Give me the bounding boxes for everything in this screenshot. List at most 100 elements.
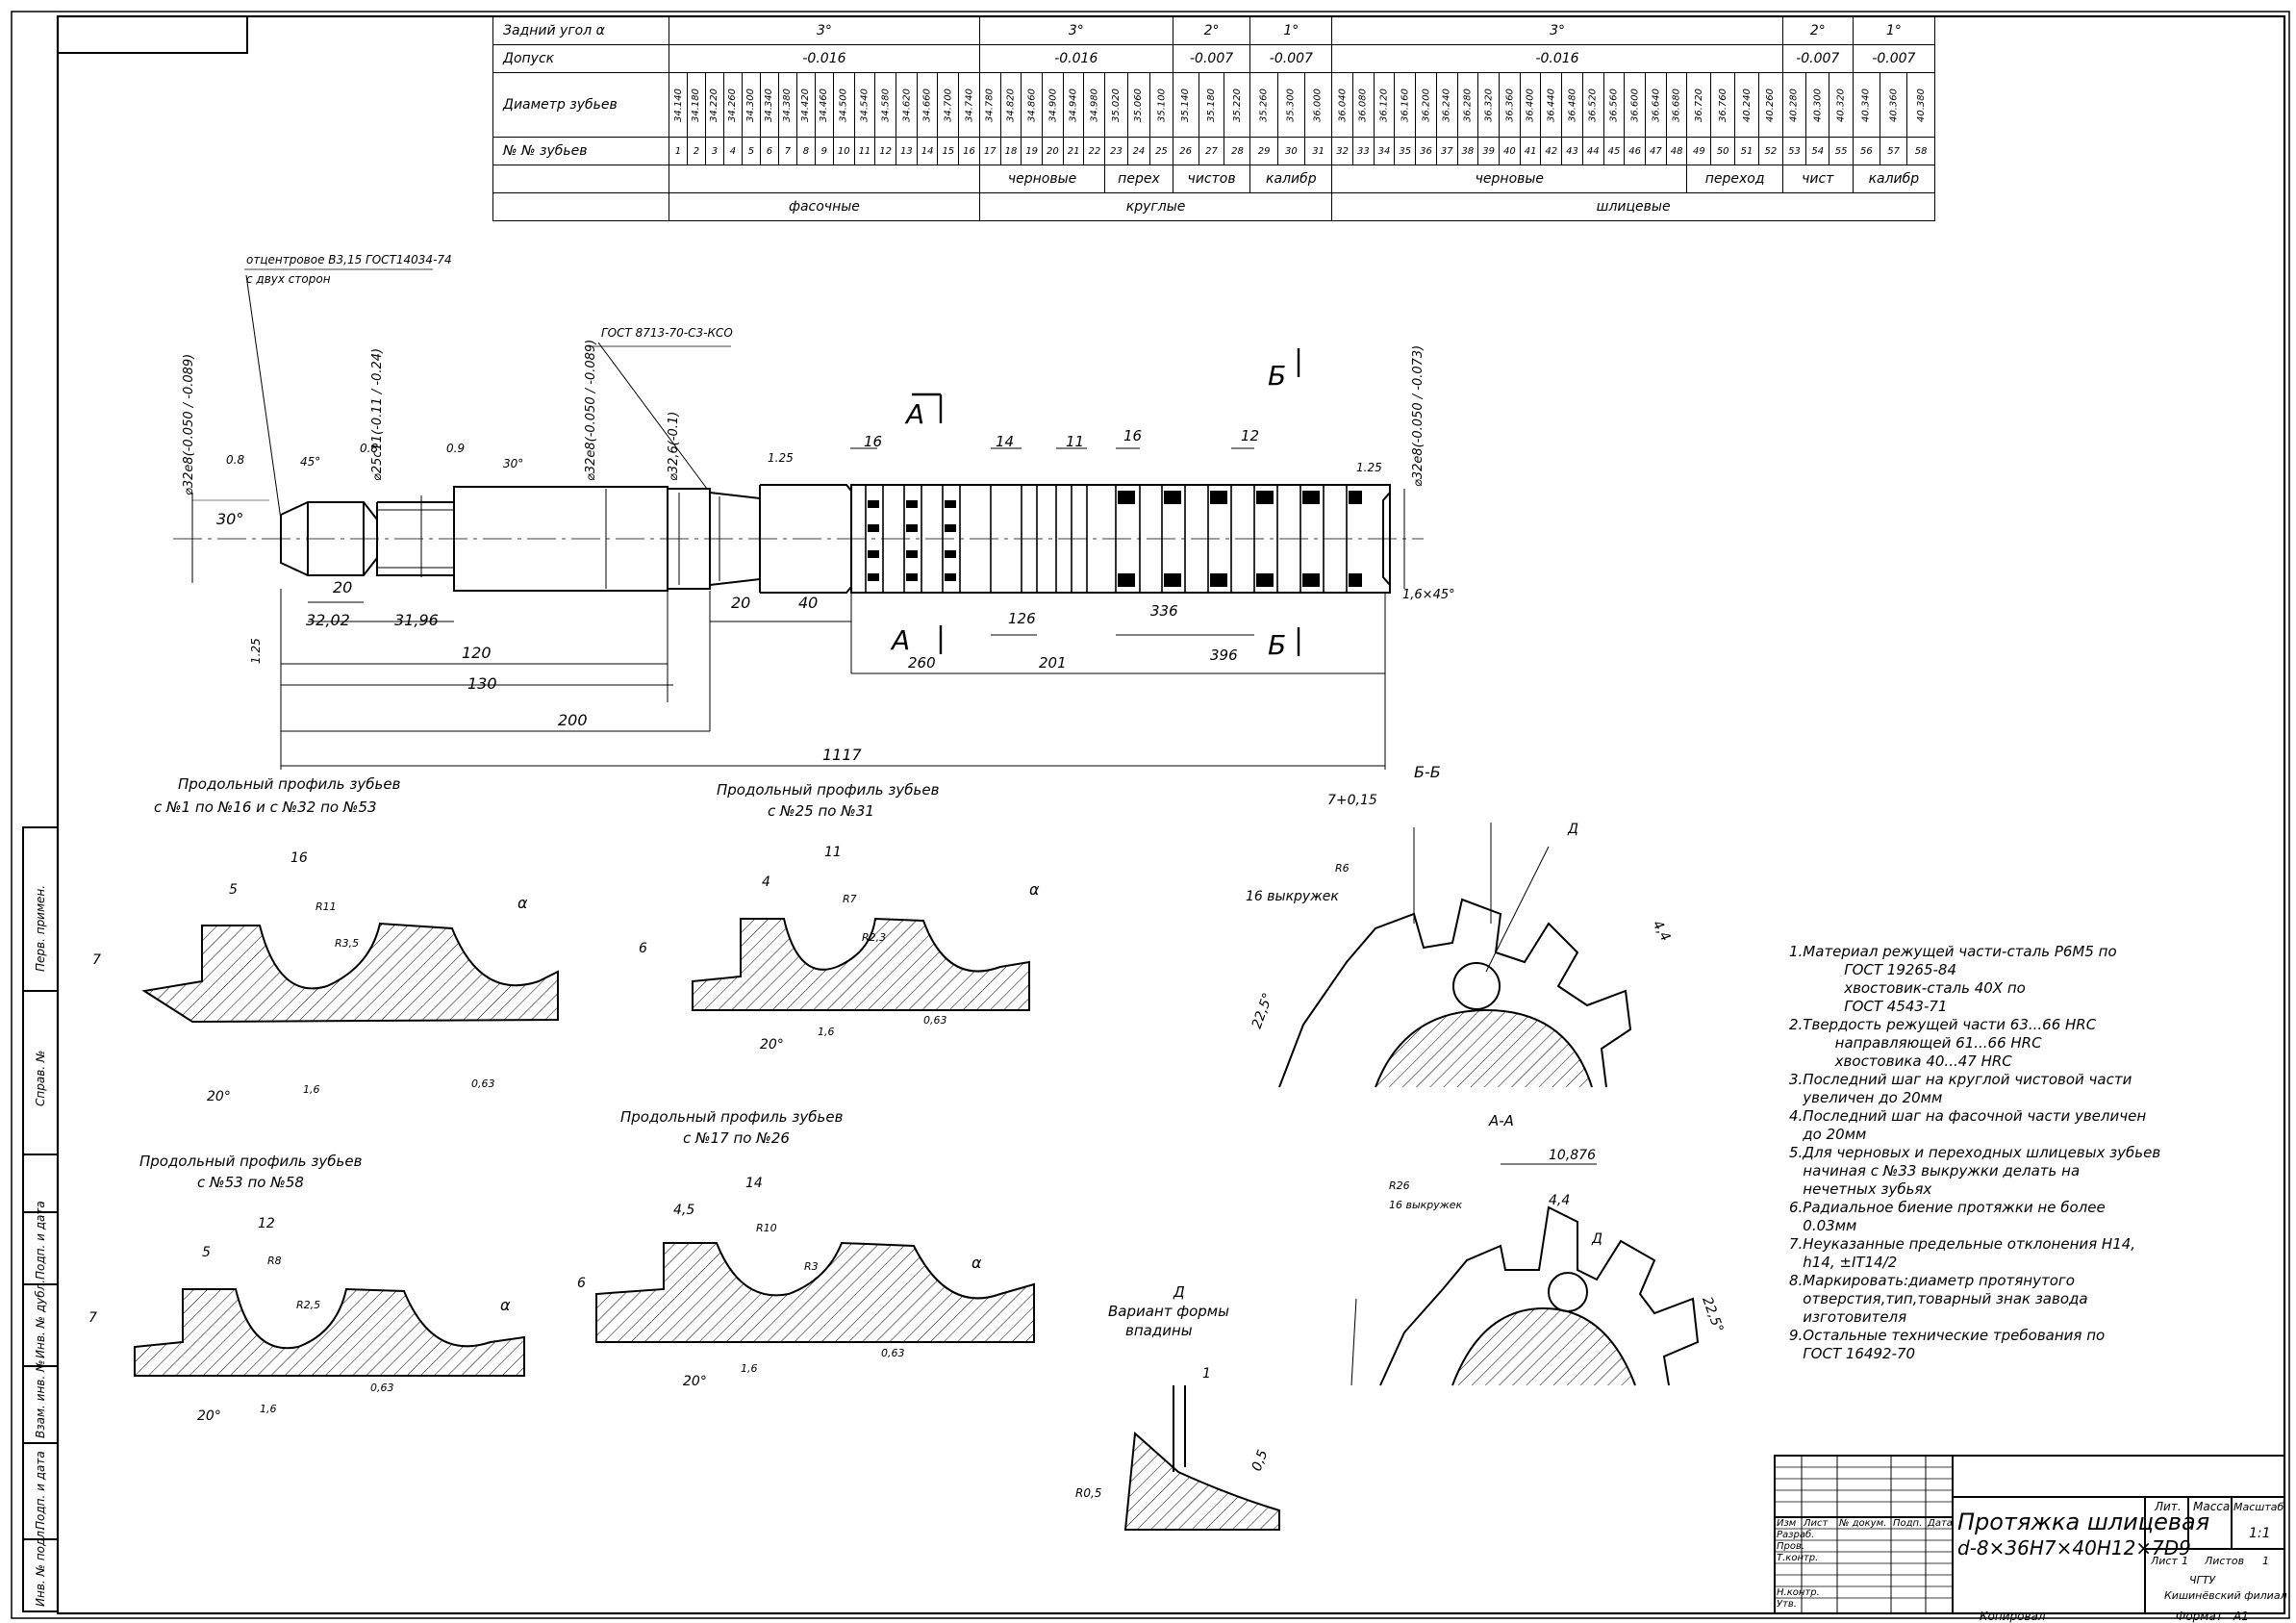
note-line: 1.Материал режущей части-сталь Р6М5 по bbox=[1789, 943, 2117, 960]
mass-label: Масса bbox=[2193, 1500, 2230, 1513]
corner-stamp bbox=[57, 15, 248, 54]
tooth-number-cell: 46 bbox=[1624, 137, 1647, 165]
diameter-cell: 34.900 bbox=[1042, 72, 1064, 138]
profile-1-depth: 7 bbox=[92, 952, 101, 968]
detail-d-title-2: Вариант формы bbox=[1108, 1303, 1229, 1320]
tooth-number-cell: 38 bbox=[1456, 137, 1479, 165]
row-tolerance: Допуск -0.016 -0.016 -0.007 -0.007 -0.01… bbox=[492, 44, 1936, 73]
note-line: ГОСТ 16492-70 bbox=[1789, 1345, 1916, 1362]
diameter-cell: 36.280 bbox=[1457, 72, 1478, 138]
profile-3-rough2: 0,63 bbox=[370, 1382, 394, 1394]
diameter-cell: 35.060 bbox=[1127, 72, 1150, 138]
cell-section-empty bbox=[492, 192, 669, 221]
diameter-cell: 34.140 bbox=[669, 72, 688, 138]
dim-chamfer-30: 30° bbox=[503, 457, 523, 470]
diameter-cell: 40.340 bbox=[1853, 72, 1880, 138]
profile-2-h: 4 bbox=[762, 875, 770, 890]
diameter-cell: 34.340 bbox=[760, 72, 779, 138]
profile-2-title-2: с №25 по №31 bbox=[768, 802, 874, 820]
tooth-number-cell: 56 bbox=[1852, 137, 1881, 165]
dim-l11: 11 bbox=[1066, 433, 1084, 450]
bb-notches: 16 выкружек bbox=[1246, 889, 1339, 904]
profile-4-angle: 20° bbox=[683, 1374, 707, 1389]
detail-d-title-1: Д bbox=[1173, 1283, 1185, 1301]
tooth-number-cell: 3 bbox=[704, 137, 724, 165]
label-diameter: Диаметр зубьев bbox=[492, 72, 669, 138]
bb-d-mark: Д bbox=[1567, 822, 1578, 837]
cell-tol-6: -0.007 bbox=[1852, 44, 1936, 73]
diameter-cell: 34.500 bbox=[833, 72, 855, 138]
diameter-cell: 36.640 bbox=[1645, 72, 1667, 138]
note-line: 7.Неуказанные предельные отклонения Н14, bbox=[1789, 1235, 2136, 1253]
diameter-cell: 34.700 bbox=[937, 72, 959, 138]
dim-d5: ⌀32e8(-0.050 / -0.073) bbox=[1411, 345, 1426, 487]
cell-kind-2: перех bbox=[1104, 165, 1173, 193]
diameter-cell: 40.240 bbox=[1734, 72, 1759, 138]
profile-4-step: 14 bbox=[745, 1176, 763, 1191]
sidebar-strip bbox=[22, 826, 59, 1612]
profile-3-depth: 7 bbox=[88, 1310, 97, 1326]
cell-kind-3: чистов bbox=[1172, 165, 1251, 193]
dim-chamfer-09: 0.9 bbox=[446, 442, 465, 455]
note-line: изготовителя bbox=[1789, 1308, 1907, 1326]
diameter-cell: 35.140 bbox=[1173, 72, 1199, 138]
tooth-number-cell: 53 bbox=[1781, 137, 1807, 165]
col-sign: Подп. bbox=[1893, 1518, 1922, 1529]
note-line: начиная с №33 выкружки делать на bbox=[1789, 1162, 2081, 1179]
label-rake-angle: Задний угол α bbox=[492, 16, 669, 45]
profile-4-title-1: Продольный профиль зубьев bbox=[620, 1108, 844, 1126]
tooth-number-cell: 7 bbox=[777, 137, 797, 165]
profile-1-angle: 20° bbox=[207, 1089, 231, 1104]
tooth-number-cell: 15 bbox=[937, 137, 960, 165]
profile-2-alpha: α bbox=[1029, 880, 1040, 899]
note-line: нечетных зубьях bbox=[1789, 1180, 1932, 1198]
diameter-cell: 34.540 bbox=[854, 72, 875, 138]
diameter-cell: 34.820 bbox=[1000, 72, 1022, 138]
diameter-cell: 35.260 bbox=[1249, 72, 1278, 138]
diameter-cell: 36.440 bbox=[1540, 72, 1562, 138]
diameter-cell: 34.180 bbox=[687, 72, 706, 138]
col-izm: Изм bbox=[1777, 1518, 1797, 1529]
cell-section-2: шлицевые bbox=[1331, 192, 1935, 221]
dim-l12: 12 bbox=[1241, 427, 1259, 444]
note-line: хвостовика 40...47 HRC bbox=[1789, 1052, 2012, 1070]
profile-3-step: 12 bbox=[258, 1216, 275, 1231]
profile-1-title-1: Продольный профиль зубьев bbox=[178, 775, 401, 793]
section-labels: 7+0,15 R6 16 выкружек Д 22,5° 4,4 А-А 10… bbox=[1075, 793, 1726, 1500]
tooth-number-cell: 42 bbox=[1540, 137, 1563, 165]
section-a-top: А bbox=[904, 398, 924, 430]
diameter-cell: 34.740 bbox=[958, 72, 980, 138]
tooth-number-cell: 32 bbox=[1331, 137, 1353, 165]
diameter-cell: 34.620 bbox=[896, 72, 918, 138]
dim-chamfer-08: 0.8 bbox=[226, 453, 244, 467]
tooth-number-cell: 14 bbox=[916, 137, 939, 165]
diameter-cell: 40.380 bbox=[1906, 72, 1935, 138]
tooth-number-cell: 54 bbox=[1805, 137, 1830, 165]
aa-notches: 16 выкружек bbox=[1389, 1199, 1462, 1211]
profile-3-title-2: с №53 по №58 bbox=[197, 1174, 304, 1191]
dim-l3196: 31,96 bbox=[394, 611, 439, 629]
org-line-1: ЧГТУ bbox=[2189, 1574, 2216, 1586]
diameter-cell: 34.980 bbox=[1083, 72, 1105, 138]
profile-1-step: 16 bbox=[290, 850, 308, 866]
profile-1-title-2: с №1 по №16 и с №32 по №53 bbox=[154, 799, 377, 816]
diameter-cell: 36.520 bbox=[1582, 72, 1604, 138]
diameter-cell: 36.080 bbox=[1352, 72, 1375, 138]
sidebar-sprav: Справ. № bbox=[34, 1051, 47, 1106]
dim-l16: 16 bbox=[864, 433, 882, 450]
dim-l396: 396 bbox=[1210, 647, 1238, 664]
note-line: 2.Твердость режущей части 63...66 HRC bbox=[1789, 1016, 2097, 1033]
diameter-cell: 34.660 bbox=[917, 72, 938, 138]
broach-main-view bbox=[173, 268, 1424, 770]
tooth-number-cell: 10 bbox=[832, 137, 855, 165]
diameter-cell: 35.220 bbox=[1224, 72, 1250, 138]
dim-ch16: 1,6×45° bbox=[1402, 588, 1455, 602]
label-teeth-no: № № зубьев bbox=[492, 137, 669, 165]
profile-2-depth: 6 bbox=[639, 941, 647, 956]
diameter-cell: 40.260 bbox=[1758, 72, 1783, 138]
profile-3-angle: 20° bbox=[197, 1408, 221, 1424]
sheets-label: Листов bbox=[2204, 1555, 2244, 1567]
profile-2-r2: R2,3 bbox=[862, 931, 886, 944]
tooth-number-cell: 52 bbox=[1757, 137, 1783, 165]
